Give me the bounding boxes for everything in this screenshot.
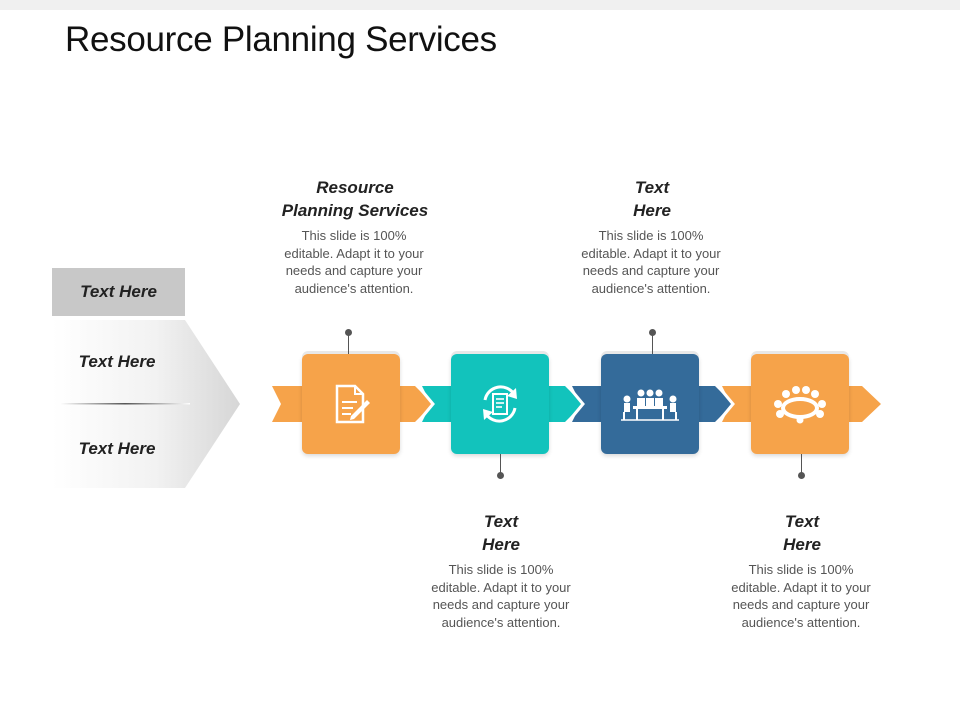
step-desc-line: needs and capture your	[582, 263, 720, 278]
left-panel-item: Text Here	[78, 352, 156, 371]
connector-dot	[497, 472, 504, 479]
left-panel-item: Text Here	[80, 282, 157, 301]
step-1-heading: Resource Planning Services	[265, 176, 445, 222]
step-desc-line: This slide is 100%	[301, 228, 407, 243]
step-3-heading: Text Here	[562, 176, 742, 222]
left-panel-header: Text Here	[52, 268, 185, 316]
top-bar	[0, 0, 960, 10]
connector-dot	[345, 329, 352, 336]
step-heading-line: Text	[483, 512, 519, 531]
step-desc-line: editable. Adapt it to your	[581, 245, 721, 261]
step-desc-line: needs and capture your	[285, 263, 423, 278]
step-tile-3	[601, 354, 699, 454]
step-desc-line: audience's attention.	[441, 614, 561, 630]
connector-line	[348, 334, 349, 354]
step-desc-line: audience's attention.	[294, 280, 414, 296]
step-heading-line: Text	[784, 512, 820, 531]
connector-dot	[649, 329, 656, 336]
left-panel-item: Text Here	[78, 439, 156, 458]
document-refresh-icon	[476, 380, 524, 428]
step-heading-line: Resource	[316, 178, 394, 197]
step-1-description: This slide is 100% editable. Adapt it to…	[269, 227, 439, 297]
step-4-description: This slide is 100% editable. Adapt it to…	[716, 561, 886, 631]
step-desc-line: editable. Adapt it to your	[284, 245, 424, 261]
step-tile-1	[302, 354, 400, 454]
step-4-heading: Text Here	[712, 510, 892, 556]
step-heading-line: Text	[634, 178, 670, 197]
step-desc-line: audience's attention.	[741, 614, 861, 630]
step-desc-line: This slide is 100%	[598, 228, 704, 243]
connector-line	[652, 334, 653, 354]
page-title: Resource Planning Services	[65, 20, 497, 59]
step-desc-line: This slide is 100%	[448, 562, 554, 577]
step-desc-line: This slide is 100%	[748, 562, 854, 577]
step-desc-line: needs and capture your	[732, 597, 870, 612]
connector-line	[500, 454, 501, 474]
group-circle-icon	[772, 384, 828, 424]
document-edit-icon	[329, 382, 373, 426]
step-desc-line: audience's attention.	[591, 280, 711, 296]
step-tile-4	[751, 354, 849, 454]
connector-dot	[798, 472, 805, 479]
step-2-description: This slide is 100% editable. Adapt it to…	[416, 561, 586, 631]
step-heading-line: Here	[783, 535, 821, 554]
step-heading-line: Here	[482, 535, 520, 554]
step-3-description: This slide is 100% editable. Adapt it to…	[566, 227, 736, 297]
step-desc-line: editable. Adapt it to your	[731, 579, 871, 595]
connector-line	[801, 454, 802, 474]
meeting-table-icon	[621, 384, 679, 424]
step-heading-line: Here	[633, 201, 671, 220]
step-2-heading: Text Here	[411, 510, 591, 556]
step-desc-line: needs and capture your	[432, 597, 570, 612]
step-heading-line: Planning Services	[281, 201, 429, 220]
step-desc-line: editable. Adapt it to your	[431, 579, 571, 595]
step-tile-2	[451, 354, 549, 454]
